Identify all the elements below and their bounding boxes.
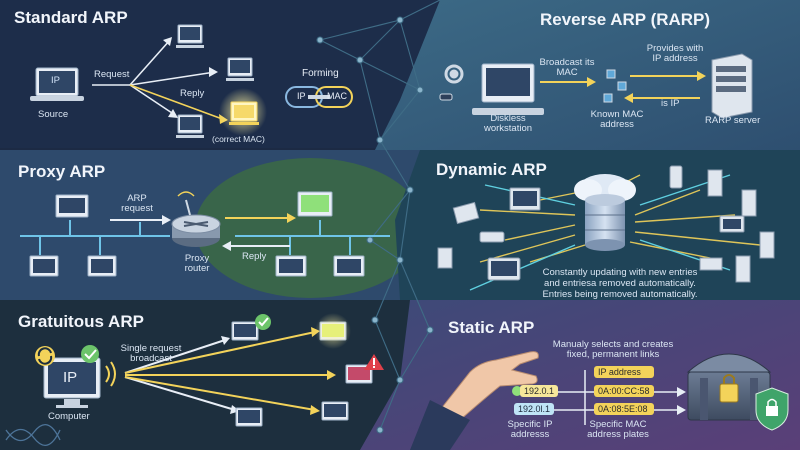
proxy-green-zone	[195, 158, 425, 298]
broadcast-waves-icon	[105, 361, 116, 387]
diskless-workstation-label: Diskless workstation	[483, 113, 533, 135]
key-icon	[439, 93, 453, 101]
ip-address-header: IP address	[594, 366, 654, 378]
provides-ip-label: Provides with IP address	[646, 43, 704, 65]
rarp-server-icon	[711, 53, 753, 119]
single-request-label: Single request broadcast	[120, 343, 182, 365]
diskless-workstation-icon	[472, 63, 544, 115]
request-label: Request	[94, 69, 130, 80]
dynamic-devices	[437, 165, 775, 283]
proxy-lan-lines	[20, 220, 390, 255]
request-arrows	[92, 39, 226, 121]
network-mesh	[316, 0, 441, 434]
static-mac-1: 0A:00:CC:58	[594, 385, 654, 397]
sync-icon	[35, 346, 55, 366]
static-mac-2: 0A:08:5E:08	[594, 403, 654, 415]
chain-mac-label: MAC	[327, 91, 347, 101]
arp-request-label: ARP request	[121, 193, 153, 215]
dynamic-caption-3: Entries being removed automatically.	[542, 289, 698, 300]
gratuitous-computer-icon	[43, 357, 101, 408]
shield-lock-icon	[755, 387, 789, 431]
specific-ip-label: Specific IP addresss	[507, 419, 553, 441]
central-database-icon	[574, 174, 636, 251]
proxy-arp-title: Proxy ARP	[18, 162, 106, 181]
dna-logo-icon	[5, 424, 61, 446]
ip-mac-chain-icon	[285, 86, 353, 108]
mac-network-icon	[603, 69, 627, 103]
proxy-router-label: Proxy router	[184, 253, 210, 275]
static-arp-title: Static ARP	[448, 318, 535, 337]
standard-arp-title: Standard ARP	[14, 8, 128, 27]
reply-label: Reply	[180, 88, 205, 99]
dynamic-caption-1: Constantly updating with new entries	[542, 267, 698, 278]
proxy-router-icon	[171, 191, 221, 247]
check-icon	[81, 345, 99, 363]
rarp-server-label: RARP server	[705, 115, 761, 126]
specific-mac-label: Specific MAC address plates	[587, 419, 649, 441]
source-laptop-icon	[30, 67, 84, 101]
dynamic-arp-title: Dynamic ARP	[436, 160, 547, 179]
hand-icon	[410, 351, 539, 450]
computer-label: Computer	[48, 411, 90, 422]
gratuitous-ip-label: IP	[63, 369, 78, 386]
static-caption: Manualy selects and creates fixed, perma…	[552, 339, 674, 361]
rarp-title: Reverse ARP (RARP)	[540, 10, 711, 29]
warning-icon	[364, 354, 384, 370]
treasure-chest-icon	[686, 353, 772, 421]
static-ip-2: 192.0l.1	[514, 403, 555, 415]
chain-ip-label: IP	[297, 91, 306, 101]
correct-mac-label: (correct MAC)	[212, 134, 265, 144]
forming-label: Forming	[302, 68, 339, 79]
static-ip-1: 192.0.1	[520, 385, 559, 397]
source-label: Source	[38, 109, 69, 120]
gratuitous-arp-title: Gratuitous ARP	[18, 312, 144, 331]
gratuitous-arrows	[124, 331, 330, 411]
rarp-arrows	[540, 75, 700, 99]
proxy-arrows	[110, 217, 290, 247]
source-ip-label: IP	[51, 75, 60, 86]
check-icon	[255, 314, 271, 330]
gear-icon	[444, 64, 464, 84]
correct-mac-computer-icon	[229, 101, 259, 125]
broadcast-mac-label: Broadcast its MAC	[539, 57, 595, 79]
proxy-reply-label: Reply	[242, 251, 267, 262]
is-ip-label: is IP	[661, 98, 680, 109]
dynamic-caption-2: and entriesa removed automatically.	[544, 278, 696, 289]
known-mac-label: Known MAC address	[590, 109, 644, 131]
